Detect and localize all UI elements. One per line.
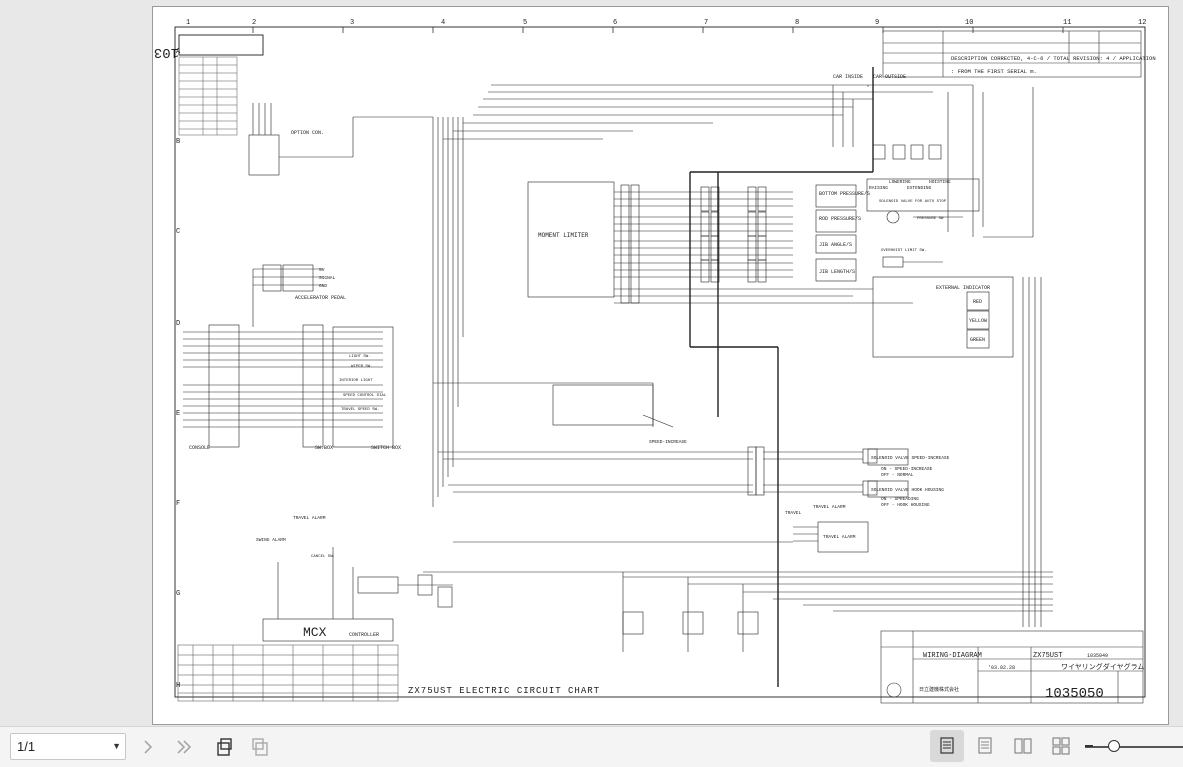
revision-note-1: DESCRIPTION CORRECTED, 4-C-6 / TOTAL REV… [951, 55, 1156, 62]
column-number-2: 2 [252, 19, 256, 27]
column-number-1: 1 [186, 19, 190, 27]
label-hoisting: HOISTING [929, 179, 951, 185]
label-option-con: OPTION CON. [291, 130, 324, 136]
row-letter-c: C [176, 228, 180, 236]
row-letter-d: D [176, 320, 180, 328]
label-lowering: LOWERING [889, 179, 911, 185]
title-block-model: ZX75UST [1033, 652, 1062, 660]
label-accelerator-pedal: ACCELERATOR PEDAL [295, 295, 346, 301]
two-page-continuous-view-icon[interactable] [1044, 730, 1078, 762]
label-speed-control-dial: SPEED CONTROL DIAL [343, 394, 387, 398]
label-swing-alarm: SWING ALARM [256, 537, 286, 543]
label-gnd: GND [319, 283, 327, 289]
column-number-6: 6 [613, 19, 617, 27]
next-page-icon[interactable] [136, 735, 160, 759]
column-number-9: 9 [875, 19, 879, 27]
label-travel-alarm-left: TRAVEL ALARM [293, 515, 326, 521]
wiring-diagram: 1 2 3 4 5 6 7 8 9 10 11 12 A B C D E F G… [153, 19, 1156, 704]
label-travel-speed-sw: TRAVEL SPEED SW. [341, 408, 379, 412]
label-signal: SIGNAL [319, 275, 336, 281]
drawing-number-top: 1035050 [153, 44, 179, 60]
document-viewer[interactable]: 1 2 3 4 5 6 7 8 9 10 11 12 A B C D E F G… [0, 0, 1183, 726]
label-yellow: YELLOW [969, 318, 987, 324]
revision-note-2: : FROM THE FIRST SERIAL m. [951, 68, 1037, 75]
label-interior-light: INTERIOR LIGHT [339, 379, 373, 383]
label-green: GREEN [970, 337, 985, 343]
label-5v: 5V [319, 267, 325, 273]
label-red: RED [973, 299, 982, 305]
label-on-spreading: ON - SPREADING [881, 496, 919, 502]
row-letter-f: F [176, 500, 180, 508]
rotate-counterclockwise-icon[interactable] [249, 735, 273, 759]
viewer-toolbar: 1/1 ▼ [0, 726, 1183, 767]
label-car-inside: CAR INSIDE [833, 74, 863, 80]
title-block-kind: WIRING-DIAGRAM [923, 652, 982, 660]
label-on-speed: ON - SPEED-INCREASE [881, 466, 933, 472]
label-speed-increase: SPEED-INCREASE [649, 439, 687, 445]
label-console: CONSOLE [189, 445, 210, 451]
label-off-normal: OFF - NORMAL [881, 472, 914, 478]
zoom-out-icon[interactable] [1085, 745, 1093, 747]
continuous-view-icon[interactable] [968, 730, 1002, 762]
page-selector[interactable]: 1/1 ▼ [10, 733, 126, 760]
label-travel-alarm: TRAVEL ALARM [813, 504, 846, 510]
label-jib-angle: JIB ANGLE/S [819, 242, 852, 248]
column-number-5: 5 [523, 19, 527, 27]
row-letter-b: B [176, 138, 180, 146]
page-indicator: 1/1 [17, 739, 36, 754]
column-number-11: 11 [1063, 19, 1071, 27]
label-raising: RAISING [869, 185, 888, 191]
label-travel-alarm-box: TRAVEL ALARM [823, 534, 856, 540]
document-page: 1 2 3 4 5 6 7 8 9 10 11 12 A B C D E F G… [152, 6, 1169, 725]
title-block-japanese: ワイヤリングダイヤグラム [1061, 662, 1144, 671]
label-jib-length: JIB LENGTH/S [819, 269, 855, 275]
title-block-ref: 1035049 [1087, 653, 1108, 659]
label-sv-hook-housing: SOLENOID VALVE HOOK HOUSING [871, 487, 944, 493]
chevron-down-icon: ▼ [112, 741, 121, 751]
label-controller: CONTROLLER [349, 632, 379, 638]
label-external-indicator: EXTERNAL INDICATOR [936, 285, 990, 291]
column-number-10: 10 [965, 19, 973, 27]
column-number-12: 12 [1138, 19, 1146, 27]
two-page-view-icon[interactable] [1006, 730, 1040, 762]
label-overhoist-limit: OVERHOIST LIMIT SW. [881, 249, 927, 253]
label-cancel-sw: CANCEL SW. [311, 555, 335, 559]
label-sw-box: SW.BOX [315, 445, 333, 451]
label-car-outside: CAR OUTSIDE [873, 74, 906, 80]
label-extending: EXTENDING [907, 185, 932, 191]
label-off-hook: OFF - HOOK HOUSING [881, 502, 930, 508]
label-wiper-sw: WIPER SW. [351, 365, 373, 369]
label-bottom-pressure: BOTTOM PRESSURE/S [819, 191, 870, 197]
last-page-icon[interactable] [172, 735, 196, 759]
column-number-3: 3 [350, 19, 354, 27]
label-mcx: MCX [303, 625, 327, 640]
label-rod-pressure: ROD PRESSURE/S [819, 216, 861, 222]
label-moment-limiter: MOMENT LIMITER [538, 232, 589, 239]
column-number-8: 8 [795, 19, 799, 27]
sheet-title: ZX75UST ELECTRIC CIRCUIT CHART [408, 686, 600, 696]
title-block-date: '03.02.28 [988, 665, 1015, 671]
label-travel: TRAVEL [785, 510, 802, 516]
label-light-sw: LIGHT SW. [349, 355, 371, 359]
zoom-slider[interactable] [1085, 740, 1183, 752]
label-sv-speed-increase: SOLENOID VALVE SPEED-INCREASE [871, 455, 950, 461]
row-letter-g: G [176, 590, 180, 598]
single-page-view-icon[interactable] [930, 730, 964, 762]
label-solenoid-auto-stop: SOLENOID VALVE FOR AUTO STOP [879, 200, 947, 204]
label-switch-box: SWITCH BOX [371, 445, 401, 451]
label-pressure-sw: PRESSURE SW [917, 217, 944, 221]
drawing-number: 1035050 [1045, 686, 1104, 702]
zoom-slider-thumb[interactable] [1108, 740, 1120, 752]
column-number-7: 7 [704, 19, 708, 27]
title-block-company: 日立建機株式会社 [919, 686, 959, 693]
row-letter-e: E [176, 410, 180, 418]
column-number-4: 4 [441, 19, 445, 27]
rotate-clockwise-icon[interactable] [212, 735, 236, 759]
